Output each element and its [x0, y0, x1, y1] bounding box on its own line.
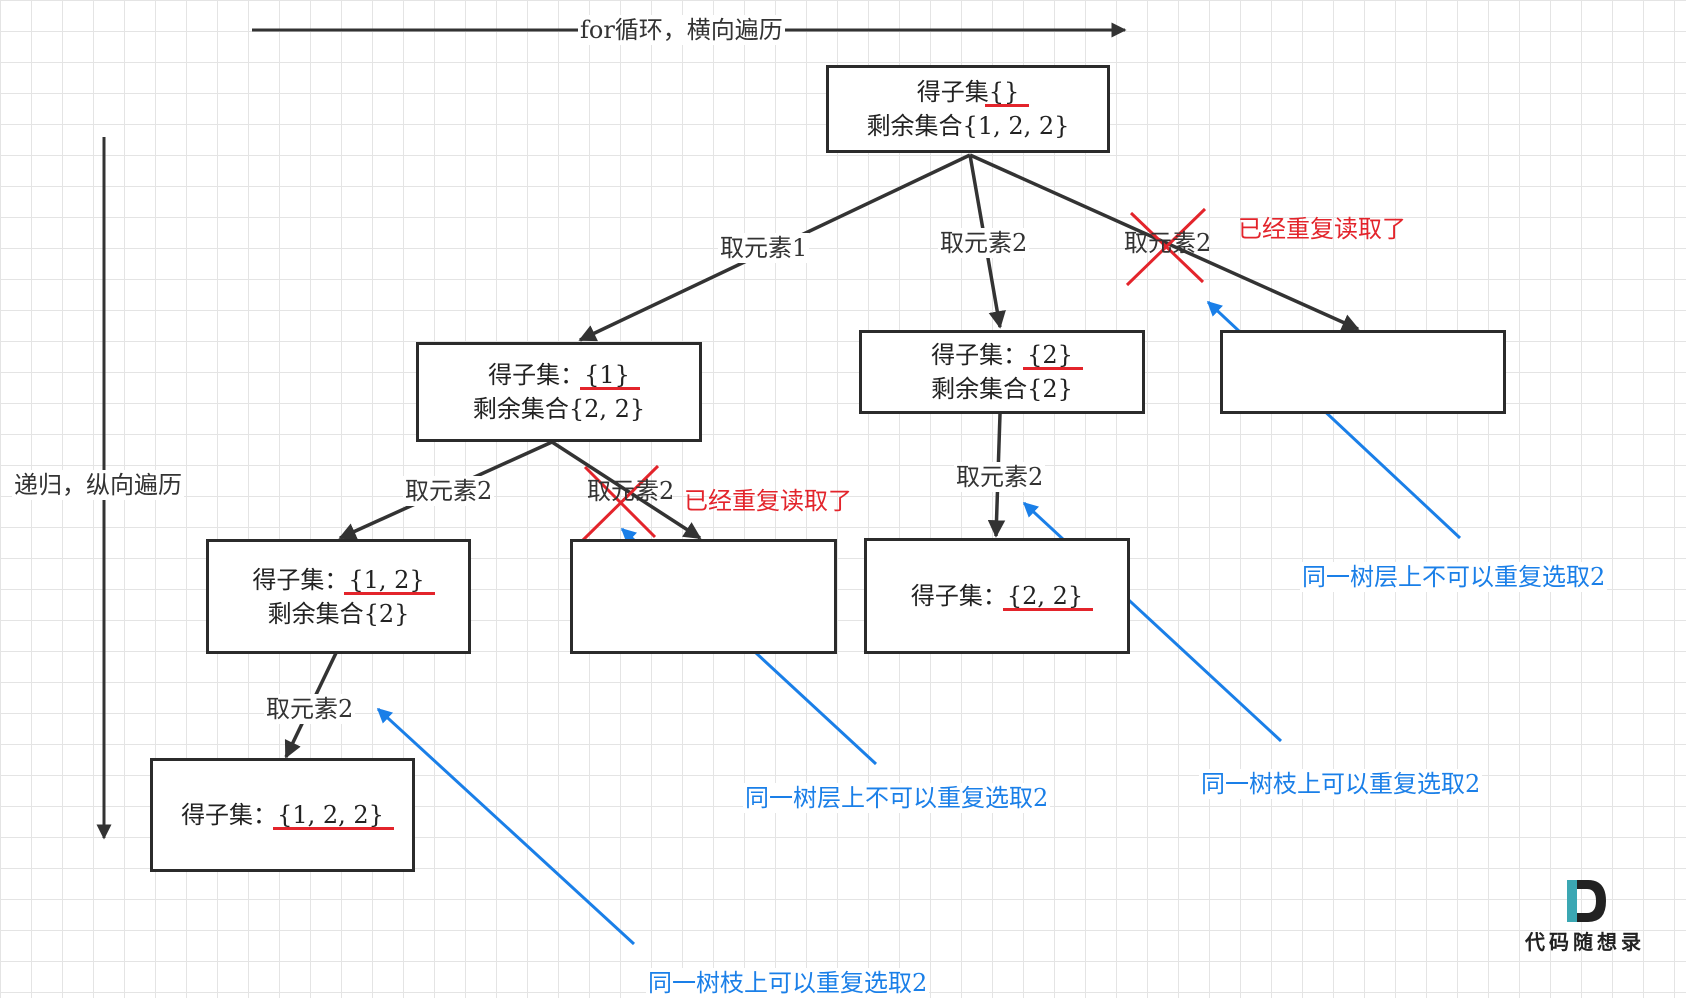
node-remaining: 剩余集合{2} — [931, 375, 1073, 403]
node-subset-value: {2} — [1023, 338, 1083, 372]
node-subset-value: {1, 2} — [344, 563, 436, 597]
node-n12-empty — [570, 539, 837, 654]
node-subset-value: {1, 2, 2} — [273, 798, 394, 832]
node-n11: 得子集：{1, 2} 剩余集合{2} — [206, 539, 471, 654]
edge-label: 取元素2 — [954, 462, 1046, 492]
duplicate-note: 已经重复读取了 — [684, 487, 852, 515]
edge-label: 取元素2 — [938, 228, 1030, 258]
edge-root-n3 — [969, 153, 1360, 331]
node-root: 得子集{} 剩余集合{1, 2, 2} — [826, 65, 1110, 153]
logo-d-icon — [1567, 880, 1606, 922]
site-logo: 代码随想录 — [1510, 876, 1660, 956]
duplicate-note: 已经重复读取了 — [1238, 215, 1406, 243]
edge-label: 取元素2 — [1124, 229, 1212, 257]
node-remaining: 剩余集合{1, 2, 2} — [866, 112, 1070, 140]
tree-branch-note: 同一树枝上可以重复选取2 — [646, 968, 930, 998]
edge-label: 取元素2 — [587, 477, 675, 505]
node-remaining: 剩余集合{2} — [267, 599, 410, 628]
node-subset-value: {1} — [580, 358, 640, 392]
node-n2: 得子集：{2} 剩余集合{2} — [859, 330, 1145, 414]
node-subset-label: 得子集： — [488, 361, 585, 389]
node-remaining: 剩余集合{2, 2} — [472, 395, 646, 423]
node-n21: 得子集：{2, 2} — [864, 538, 1130, 654]
cross-icon — [580, 464, 660, 543]
edge-label: 取元素2 — [264, 694, 356, 724]
tree-layer-note: 同一树层上不可以重复选取2 — [743, 783, 1051, 813]
vertical-axis-label: 递归，纵向遍历 — [12, 470, 184, 500]
logo-text: 代码随想录 — [1525, 930, 1645, 954]
node-n1: 得子集：{1} 剩余集合{2, 2} — [416, 342, 702, 442]
node-subset-label: 得子集： — [931, 341, 1028, 369]
edge-label: 取元素1 — [718, 233, 810, 263]
node-subset-label: 得子集： — [910, 582, 1007, 610]
blue-pointer-arrow — [376, 707, 636, 946]
tree-branch-note: 同一树枝上可以重复选取2 — [1199, 769, 1483, 799]
node-subset-label: 得子集： — [181, 801, 278, 829]
node-subset-label: 得子集： — [252, 565, 349, 594]
node-subset-value: {} — [984, 75, 1029, 109]
tree-layer-note: 同一树层上不可以重复选取2 — [1300, 562, 1608, 592]
node-n3-empty — [1220, 330, 1506, 414]
horizontal-axis-label: for循环，横向遍历 — [578, 15, 785, 45]
edge-label: 取元素2 — [403, 476, 495, 506]
node-n111: 得子集：{1, 2, 2} — [150, 758, 415, 872]
edge-n1-n12 — [551, 440, 702, 540]
cross-icon — [1125, 207, 1207, 287]
node-subset-label: 得子集 — [916, 78, 989, 106]
node-subset-value: {2, 2} — [1002, 579, 1094, 613]
